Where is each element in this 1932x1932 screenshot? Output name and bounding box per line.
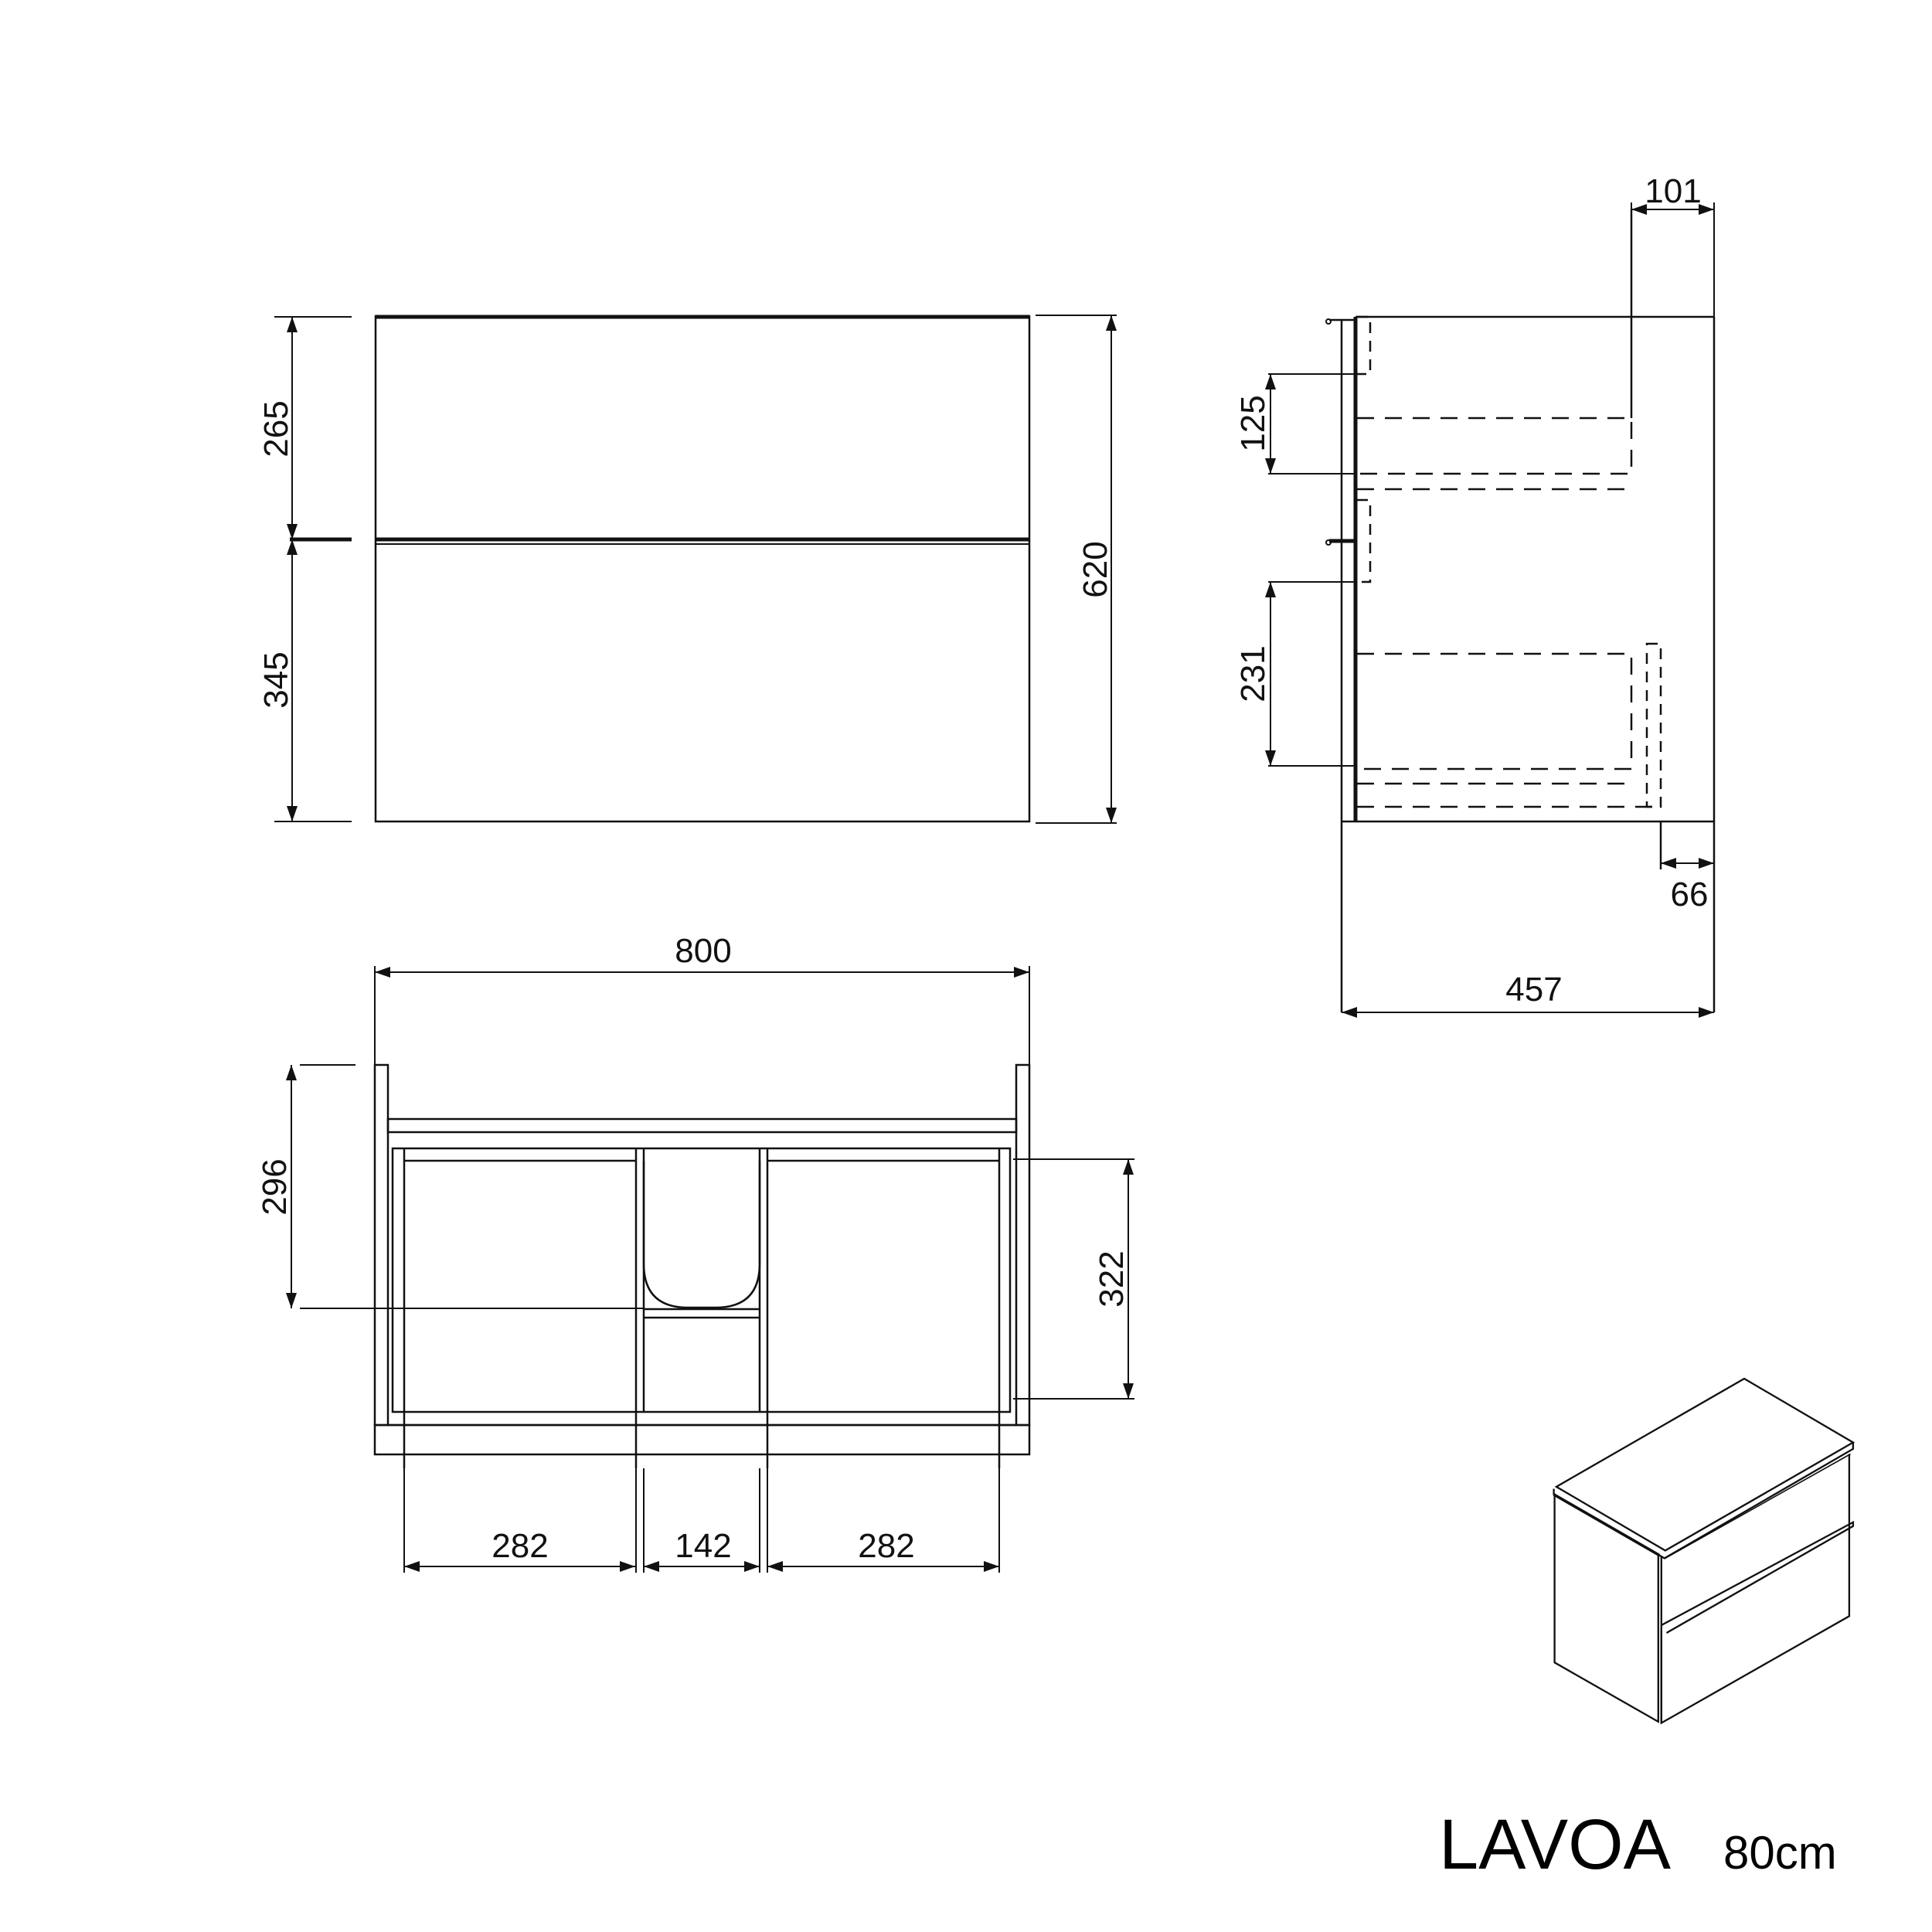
- dim-side-top: 101: [1631, 172, 1715, 317]
- dim-front-drawers: 265 345: [257, 316, 352, 822]
- back-strip: [386, 1117, 1018, 1134]
- dim-142: 142: [675, 1527, 731, 1565]
- dim-plan-width: 800: [374, 932, 1030, 1065]
- dim-265: 265: [257, 400, 295, 457]
- cabinet-front-outline: [374, 315, 1031, 823]
- dim-800: 800: [675, 932, 731, 970]
- dim-side-66: 66: [1661, 858, 1714, 913]
- side-view: 101 125 231 66 457: [1234, 172, 1716, 1018]
- drawer-frame: [391, 1147, 1012, 1413]
- dim-322: 322: [1093, 1250, 1131, 1307]
- dim-side-457: 457: [1342, 971, 1714, 1018]
- product-title: LAVOA 80cm: [1439, 1805, 1837, 1884]
- plan-view: 800 296: [256, 932, 1134, 1573]
- dim-345: 345: [257, 651, 295, 708]
- dim-231: 231: [1234, 645, 1272, 702]
- dim-side-231: 231: [1234, 581, 1355, 767]
- dim-101: 101: [1645, 172, 1701, 210]
- dim-296: 296: [256, 1158, 294, 1215]
- product-name: LAVOA: [1439, 1805, 1672, 1884]
- dim-front-total: 620: [1036, 315, 1117, 824]
- dim-plan-296: 296: [256, 1064, 644, 1309]
- dim-66: 66: [1671, 876, 1709, 913]
- isometric-view: [1553, 1377, 1855, 1725]
- dim-282-left: 282: [492, 1527, 548, 1565]
- right-side-panel: [1015, 1063, 1031, 1427]
- product-size: 80cm: [1723, 1827, 1837, 1879]
- dim-125: 125: [1234, 395, 1272, 451]
- dim-620: 620: [1077, 541, 1114, 597]
- dim-plan-compartments: 282 142 282: [403, 1468, 1000, 1573]
- dim-457: 457: [1505, 971, 1562, 1009]
- siphon-cutout: [642, 1161, 761, 1309]
- dim-282-right: 282: [858, 1527, 914, 1565]
- left-side-panel: [373, 1063, 389, 1427]
- base-plinth: [373, 1423, 1031, 1456]
- dim-side-125: 125: [1234, 373, 1355, 474]
- front-view: 265 345 620: [257, 315, 1117, 824]
- dim-plan-322: 322: [1013, 1158, 1134, 1400]
